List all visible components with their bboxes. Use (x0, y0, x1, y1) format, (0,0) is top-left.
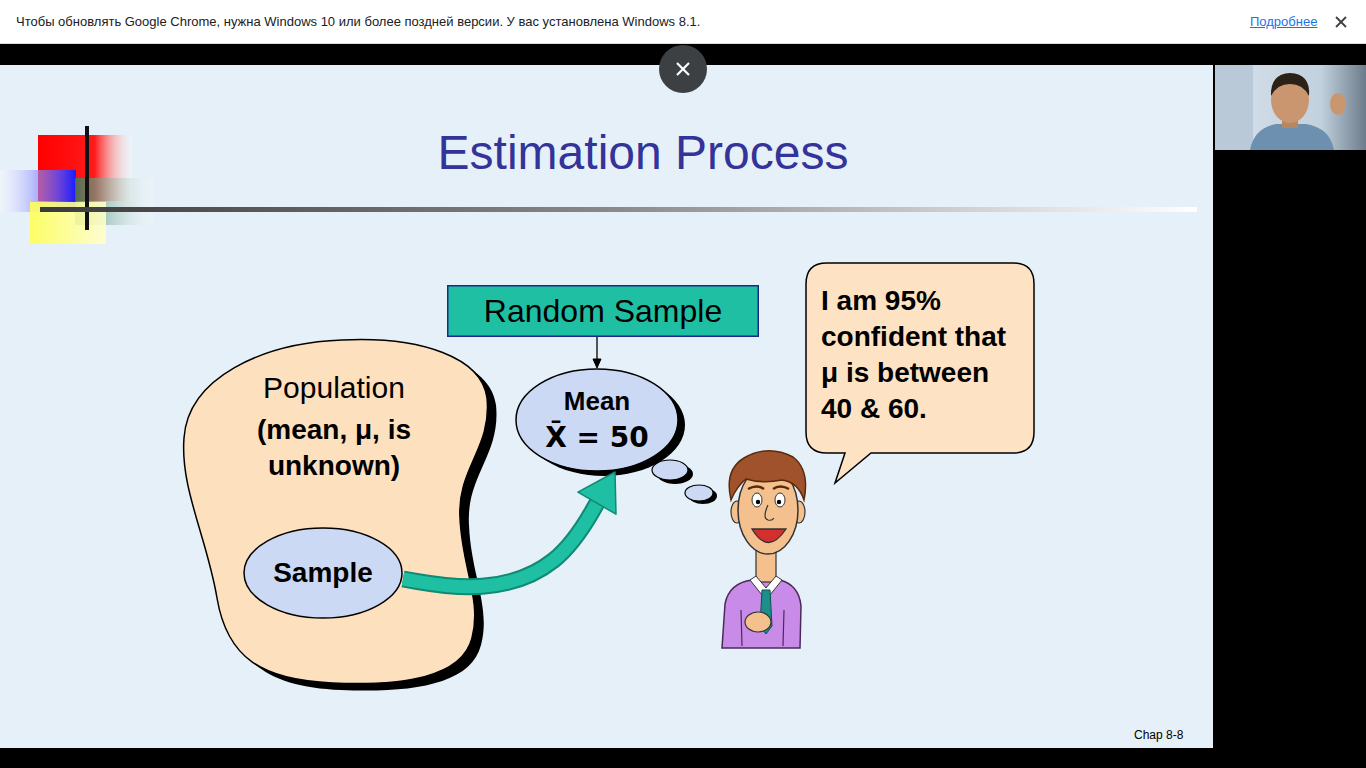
cartoon-man (775, 493, 785, 507)
details-link: Подробнее (1250, 14, 1317, 30)
deck-logo (0, 126, 153, 244)
notice-bar (1336, 17, 1346, 27)
update-notice: Чтобы обновлять Google Chrome, нужна Win… (16, 14, 700, 30)
notice-bar (0, 0, 1366, 44)
details-link-slot: Подробнее (1250, 14, 1317, 30)
cartoon-man (745, 612, 771, 632)
pointer-arrow (593, 337, 601, 368)
webcam-thumbnail (1215, 65, 1366, 150)
thought-bubbles (685, 485, 713, 501)
close-button (677, 63, 689, 75)
cartoon-man (752, 493, 762, 507)
close-button (659, 45, 707, 93)
sampling-arrow (578, 472, 616, 514)
webcam-thumbnail (1215, 65, 1366, 150)
mean-ellipse: Mean X̄ = 50 (515, 368, 679, 472)
node-body: X̄ = 50 (545, 421, 649, 455)
population-region-outline (184, 340, 488, 684)
node-heading: Sample (273, 556, 373, 590)
slide-number: Chap 8-8 (1134, 728, 1183, 743)
sampling-arrow (403, 501, 598, 587)
pointer-arrow (596, 337, 597, 362)
node-heading: Random Sample (484, 291, 722, 331)
slide-background (0, 65, 1213, 748)
sampling-arrow (403, 501, 598, 587)
title-rule (40, 207, 1197, 212)
notice-bar (0, 43, 1366, 44)
population-region: Population (mean, μ, is unknown) Sample (182, 338, 502, 693)
random-sample-box: Random Sample (447, 285, 759, 337)
cartoon-man (722, 451, 806, 648)
cartoon-man (722, 580, 801, 648)
update-notice-slot: Чтобы обновлять Google Chrome, нужна Win… (16, 14, 700, 30)
close-button (659, 45, 707, 93)
node-heading: Mean (564, 386, 630, 416)
webcam-thumbnail (1215, 65, 1253, 150)
node-heading: Population (263, 370, 405, 406)
webcam-thumbnail (1330, 93, 1346, 115)
node-heading: I am 95% confident that μ is between 40 … (821, 283, 1021, 427)
cartoon-man (748, 487, 789, 490)
slide-title: Estimation Process (293, 124, 993, 182)
mean-ellipse-outline (515, 368, 679, 472)
cartoon-man (777, 500, 781, 504)
notice-bar (0, 0, 1366, 44)
cartoon-man (752, 529, 786, 543)
title-slot: Estimation Process (293, 124, 993, 182)
pointer-arrow (593, 359, 601, 368)
webcam-thumbnail (1271, 73, 1309, 96)
title-rule (40, 207, 1197, 212)
close-button (677, 63, 689, 75)
sampling-arrow (403, 472, 616, 587)
cartoon-man (729, 451, 805, 500)
cartoon-man (765, 505, 774, 520)
sample-ellipse-outline (244, 528, 402, 618)
speech-bubble-outline (806, 263, 1034, 483)
notice-bar (1336, 17, 1346, 27)
deck-logo (85, 126, 89, 230)
cartoon-man (741, 610, 784, 646)
node-body: (mean, μ, is unknown) (239, 412, 429, 484)
mean-ellipse-outline (516, 369, 678, 471)
sample-ellipse: Sample (243, 527, 403, 619)
thought-bubbles (652, 460, 717, 504)
speech-bubble: I am 95% confident that μ is between 40 … (805, 262, 1035, 454)
cartoon-man (756, 500, 760, 504)
slide-number-slot: Chap 8-8 (1134, 728, 1183, 743)
random-sample-box-outline (448, 286, 759, 337)
slide-background (0, 65, 1213, 748)
